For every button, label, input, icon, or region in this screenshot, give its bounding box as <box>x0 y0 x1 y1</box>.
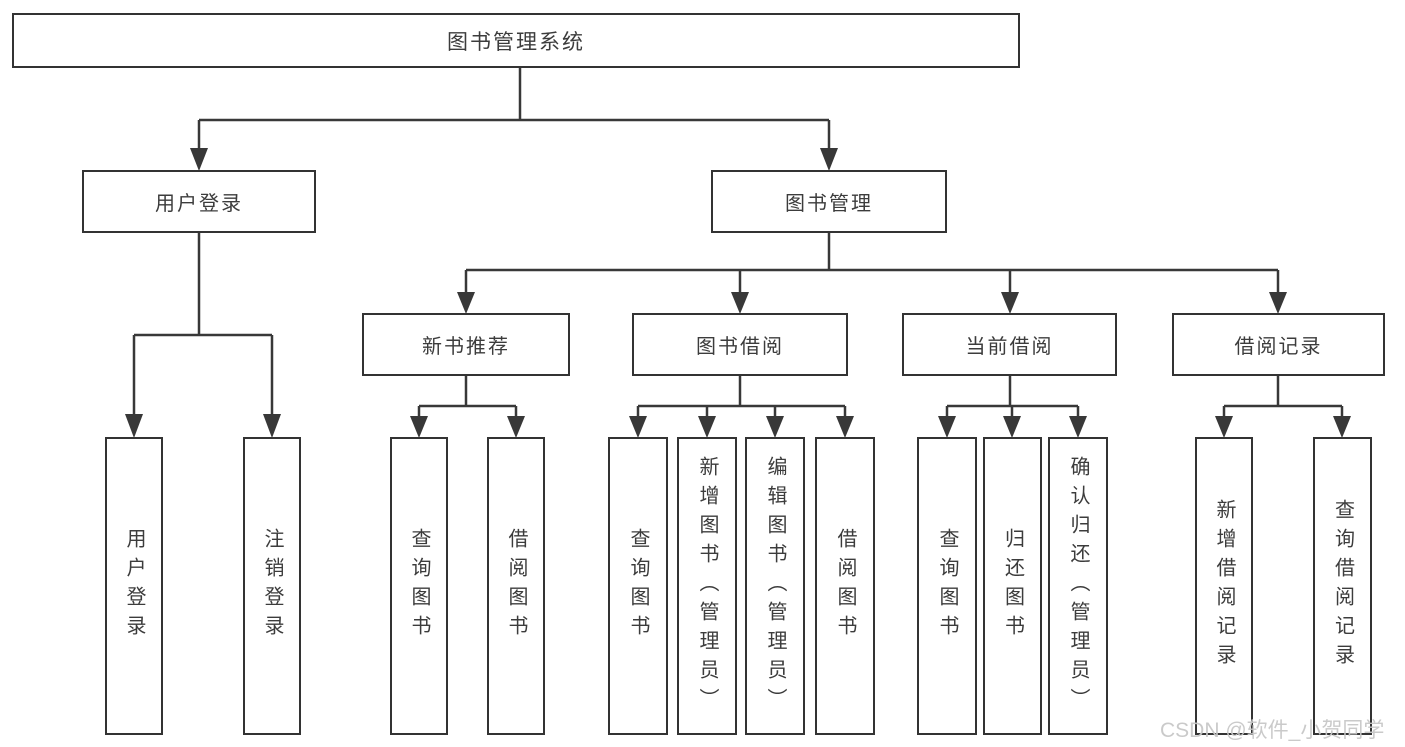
node-user-login: 用户登录 <box>82 170 316 233</box>
leaf-recommend-query-book: 查询图书 <box>390 437 448 735</box>
leaf-logout: 注销登录 <box>243 437 301 735</box>
leaf-current-query-book: 查询图书 <box>917 437 977 735</box>
leaf-query-borrow-record: 查询借阅记录 <box>1313 437 1372 735</box>
node-book-borrow: 图书借阅 <box>632 313 848 376</box>
leaf-recommend-borrow-book-label: 借阅图书 <box>505 528 527 644</box>
leaf-current-query-book-label: 查询图书 <box>936 528 958 644</box>
node-user-login-label: 用户登录 <box>155 193 243 215</box>
leaf-return-book: 归还图书 <box>983 437 1042 735</box>
node-borrow-records: 借阅记录 <box>1172 313 1385 376</box>
node-borrow-records-label: 借阅记录 <box>1234 336 1323 358</box>
edges-user-login-branch <box>125 233 281 438</box>
leaf-borrow-book-label: 借阅图书 <box>834 528 856 644</box>
node-root: 图书管理系统 <box>12 13 1020 68</box>
node-new-book-recommend: 新书推荐 <box>362 313 570 376</box>
leaf-query-borrow-record-label: 查询借阅记录 <box>1331 499 1354 673</box>
node-current-borrow: 当前借阅 <box>902 313 1117 376</box>
leaf-confirm-return-admin-label: 确认归还（管理员） <box>1067 455 1089 717</box>
leaf-add-book-admin: 新增图书（管理员） <box>677 437 737 735</box>
csdn-watermark: CSDN @软件_小贺同学 <box>1160 719 1385 742</box>
edges-leaf-arrows <box>410 406 1351 438</box>
leaf-return-book-label: 归还图书 <box>1001 528 1024 644</box>
node-new-book-recommend-label: 新书推荐 <box>422 336 510 358</box>
node-book-borrow-label: 图书借阅 <box>696 336 784 358</box>
leaf-edit-book-admin-label: 编辑图书（管理员） <box>764 455 786 717</box>
node-book-management-label: 图书管理 <box>785 193 873 215</box>
leaf-borrow-query-book: 查询图书 <box>608 437 668 735</box>
node-book-management: 图书管理 <box>711 170 947 233</box>
leaf-add-borrow-record: 新增借阅记录 <box>1195 437 1253 735</box>
leaf-confirm-return-admin: 确认归还（管理员） <box>1048 437 1108 735</box>
leaf-recommend-borrow-book: 借阅图书 <box>487 437 545 735</box>
leaf-edit-book-admin: 编辑图书（管理员） <box>745 437 805 735</box>
edges-group-splits <box>419 376 1342 408</box>
leaf-borrow-book: 借阅图书 <box>815 437 875 735</box>
node-current-borrow-label: 当前借阅 <box>965 336 1054 358</box>
leaf-add-book-admin-label: 新增图书（管理员） <box>696 455 718 717</box>
edges-book-management-branch <box>457 233 1287 314</box>
leaf-add-borrow-record-label: 新增借阅记录 <box>1213 499 1235 673</box>
leaf-user-login: 用户登录 <box>105 437 163 735</box>
edges-root <box>190 68 838 171</box>
leaf-recommend-query-book-label: 查询图书 <box>408 528 430 644</box>
leaf-borrow-query-book-label: 查询图书 <box>627 528 649 644</box>
leaf-logout-label: 注销登录 <box>261 528 283 644</box>
leaf-user-login-label: 用户登录 <box>123 528 145 644</box>
node-root-label: 图书管理系统 <box>447 30 585 54</box>
